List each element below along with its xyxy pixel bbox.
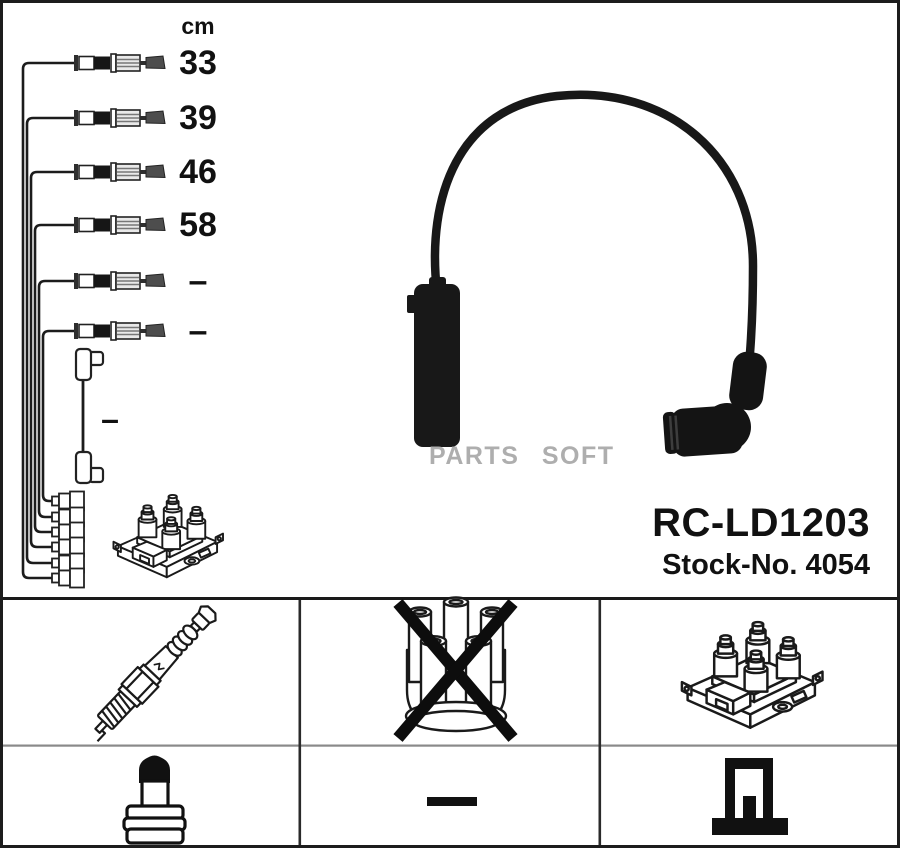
dash-icon [427,797,477,806]
wire-length-5: – [188,262,208,300]
spark-plug-icon [94,605,217,742]
coil-mount-connector-icon [712,758,788,835]
stock-number: Stock-No. 4054 [662,549,870,581]
wire-length-3: 46 [179,153,217,191]
part-number: RC-LD1203 [652,501,870,545]
distributor-cap-crossed-icon [393,596,518,742]
coil-wire-length: – [101,401,119,437]
wire-length-6: – [188,312,208,350]
elbow-boot [662,351,767,457]
wire-set-diagram [21,61,74,580]
coil-pack-small [112,493,224,579]
ignition-coil-pack-icon [680,620,824,729]
wire-length-1: 33 [179,44,217,82]
wire-connectors [73,53,166,341]
coil-terminal-blocks [51,490,85,589]
wire-length-4: 58 [179,206,217,244]
plug-terminal-nut-icon [122,755,187,845]
unit-label: cm [181,13,215,39]
watermark: PARTS SOFT [429,442,615,470]
straight-boot [414,284,460,447]
coil-wire [74,347,105,485]
wire-length-2: 39 [179,99,217,137]
main-cable-illustration [407,90,767,457]
